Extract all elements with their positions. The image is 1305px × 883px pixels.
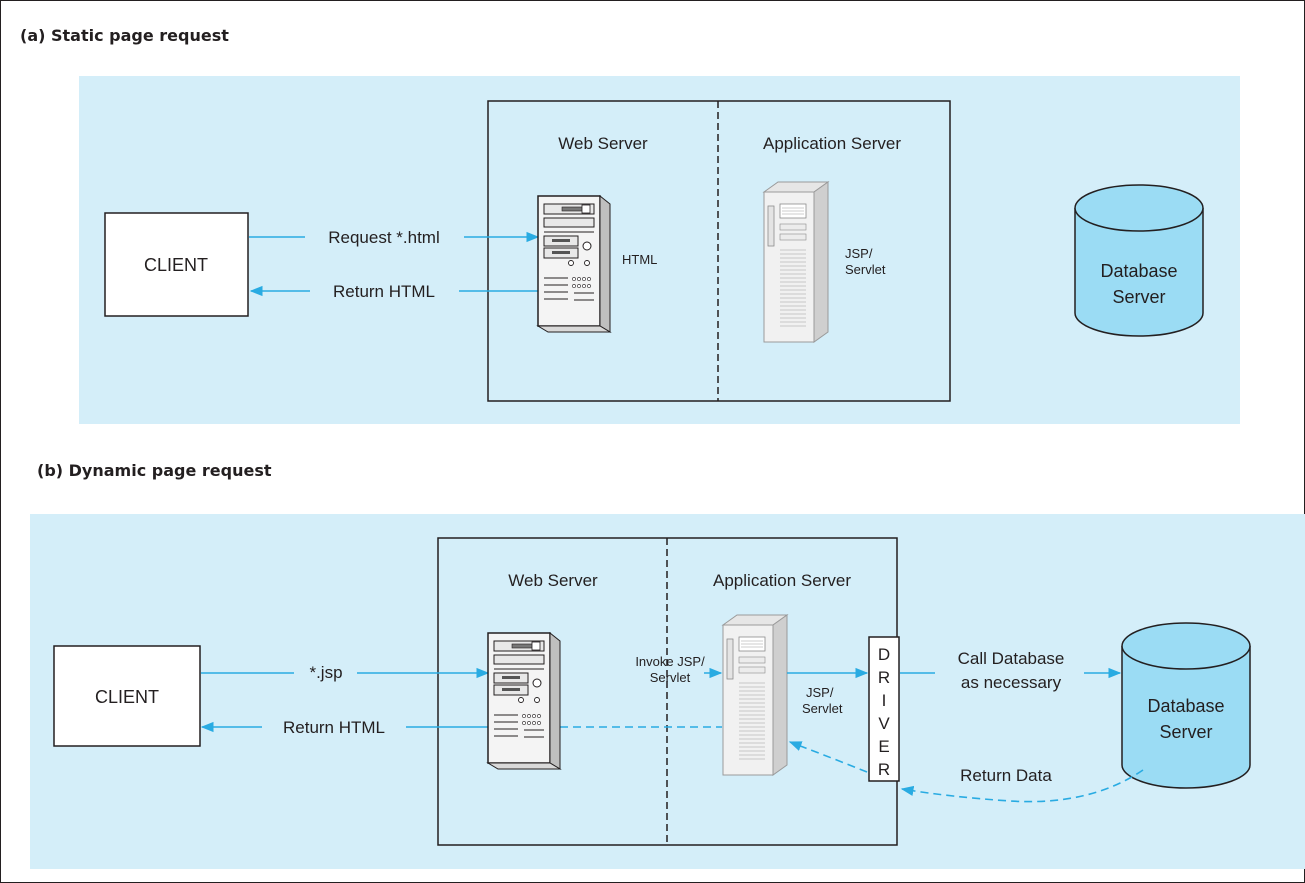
panel-a-heading: (a) Static page request <box>20 26 229 45</box>
panel-a-database-icon <box>1074 184 1204 337</box>
panel-b-call-line1: Call Database <box>958 649 1065 668</box>
panel-a-server-box <box>487 100 951 402</box>
panel-b-driver-letter: I <box>882 691 887 710</box>
panel-b-driver-letter: V <box>878 714 890 733</box>
panel-b-db-label-line1: Database <box>1147 696 1224 716</box>
panel-a-web-server-label: Web Server <box>558 134 648 153</box>
panel-b-driver-letter: D <box>878 645 890 664</box>
panel-b-return-label: Return HTML <box>283 718 385 737</box>
panel-b-web-server-icon <box>487 632 561 770</box>
panel-b-invoke-line1: Invoke JSP/ <box>635 654 705 669</box>
panel-a-client-box <box>104 212 249 317</box>
panel-b-jsp-line2: Servlet <box>802 701 843 716</box>
panel-a-db-label-line2: Server <box>1112 287 1165 307</box>
panel-b-driver-letter: E <box>878 737 889 756</box>
panel-a-client-label: CLIENT <box>144 255 208 275</box>
panel-b-invoke-line2: Servlet <box>650 670 691 685</box>
panel-b-driver-letter: R <box>878 668 890 687</box>
panel-a-return-label: Return HTML <box>333 282 435 301</box>
panel-a-app-server-label: Application Server <box>763 134 901 153</box>
panel-b-database-icon <box>1121 622 1251 789</box>
panel-a-web-server-icon <box>537 195 611 333</box>
panel-a-jsp-line1: JSP/ <box>845 246 873 261</box>
panel-a-app-server-icon <box>763 181 829 343</box>
panel-b-client-box <box>53 645 201 747</box>
panel-b-jsp-line1: JSP/ <box>806 685 834 700</box>
panel-a-web-inner-label: HTML <box>622 252 657 267</box>
panel-b-client-label: CLIENT <box>95 687 159 707</box>
panel-a-jsp-line2: Servlet <box>845 262 886 277</box>
panel-a-db-label-line1: Database <box>1100 261 1177 281</box>
panel-b-return-data-label: Return Data <box>960 766 1052 785</box>
panel-b-driver-box <box>868 636 900 782</box>
panel-b-app-server-icon <box>722 614 788 776</box>
panel-b-return-data-arrow <box>900 769 1144 803</box>
panel-b-driver-to-app-arrow <box>788 741 868 773</box>
panel-b-web-server-label: Web Server <box>508 571 598 590</box>
panel-b-request-label: *.jsp <box>309 663 342 682</box>
panel-b-app-server-label: Application Server <box>713 571 851 590</box>
panel-b-call-line2: as necessary <box>961 673 1062 692</box>
panel-a-request-label: Request *.html <box>328 228 440 247</box>
panel-b-driver-letter: R <box>878 760 890 779</box>
panel-b-db-label-line2: Server <box>1159 722 1212 742</box>
panel-b-heading: (b) Dynamic page request <box>37 461 272 480</box>
